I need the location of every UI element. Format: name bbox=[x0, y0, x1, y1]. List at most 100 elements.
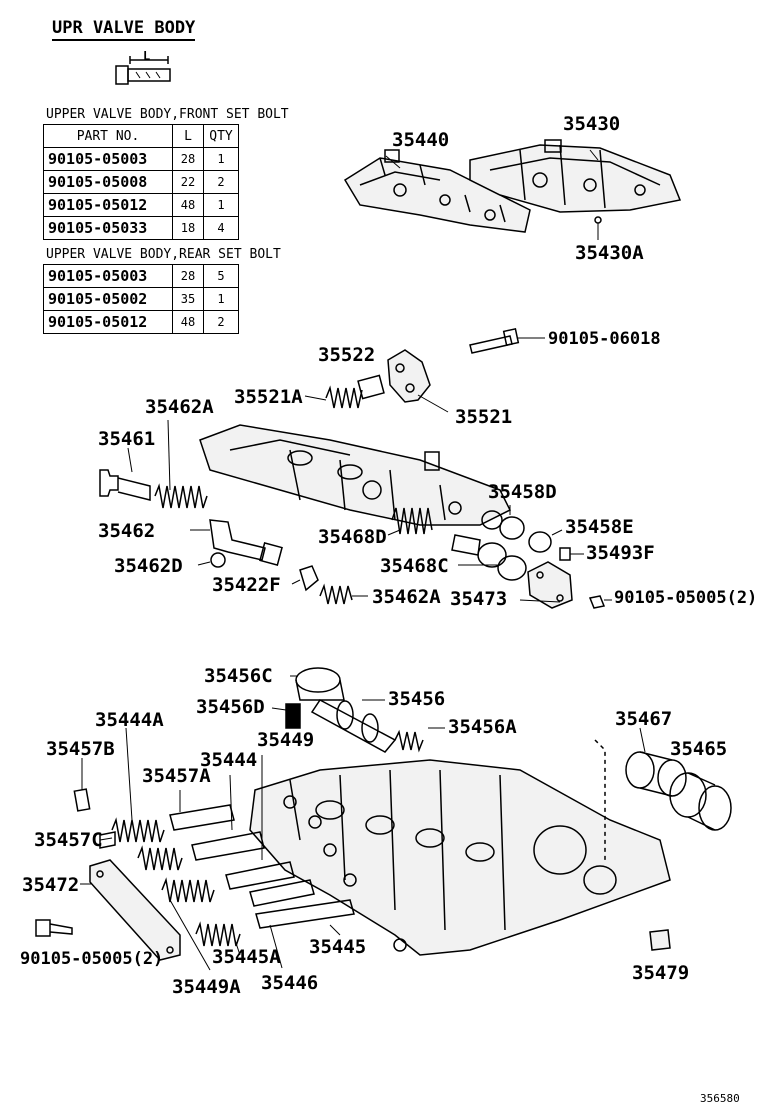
length-cell: 35 bbox=[172, 287, 204, 311]
spring-35462A-lower bbox=[319, 583, 353, 605]
callout-90105-05005-mid: 90105-05005(2) bbox=[614, 588, 758, 608]
callout-35457A: 35457A bbox=[142, 765, 211, 787]
bolt-90105-05005-bottom bbox=[35, 919, 73, 937]
rear-set-bolt-table: 90105-05003 28 5 90105-05002 35 1 90105-… bbox=[43, 264, 239, 334]
bolt-90105-06018 bbox=[469, 328, 520, 354]
spring-35444A bbox=[111, 817, 165, 843]
sleeve-35467 bbox=[625, 751, 687, 797]
plug-35465 bbox=[669, 772, 732, 831]
callout-35473: 35473 bbox=[450, 588, 508, 610]
callout-35458E: 35458E bbox=[565, 516, 634, 538]
callout-35456D: 35456D bbox=[196, 696, 265, 718]
valve-35468C bbox=[451, 534, 527, 581]
length-cell: 28 bbox=[172, 147, 204, 171]
bolt-length-label: L bbox=[143, 49, 151, 63]
callout-35446: 35446 bbox=[261, 972, 319, 994]
callout-35462A-lower: 35462A bbox=[372, 586, 441, 608]
plug-35457B bbox=[73, 788, 91, 812]
callout-35457B: 35457B bbox=[46, 738, 115, 760]
part-no-cell: 90105-05033 bbox=[43, 216, 173, 240]
part-no-cell: 90105-05003 bbox=[43, 147, 173, 171]
callout-35521: 35521 bbox=[455, 406, 513, 428]
callout-35521A: 35521A bbox=[234, 386, 303, 408]
table-header-row: PART NO. L QTY bbox=[43, 124, 239, 148]
bracket-35422F bbox=[299, 565, 319, 592]
plate-35472 bbox=[89, 859, 181, 961]
valve-35456 bbox=[310, 699, 397, 753]
qty-cell: 2 bbox=[203, 170, 239, 194]
part-no-cell: 90105-05012 bbox=[43, 193, 173, 217]
figure-id: 356580 bbox=[700, 1092, 740, 1105]
callout-35445: 35445 bbox=[309, 936, 367, 958]
callout-35430A: 35430A bbox=[575, 242, 644, 264]
lower-valve-body bbox=[249, 739, 671, 956]
cover-plate-35473 bbox=[527, 561, 573, 609]
length-cell: 48 bbox=[172, 310, 204, 334]
table-row: 90105-05002 35 1 bbox=[43, 287, 239, 311]
length-cell: 48 bbox=[172, 193, 204, 217]
spring-35462A-upper bbox=[154, 483, 208, 509]
front-set-bolt-table: PART NO. L QTY 90105-05003 28 1 90105-05… bbox=[43, 124, 239, 240]
part-no-cell: 90105-05012 bbox=[43, 310, 173, 334]
qty-cell: 1 bbox=[203, 287, 239, 311]
callout-35457C: 35457C bbox=[34, 829, 103, 851]
callout-35430: 35430 bbox=[563, 113, 621, 135]
table-row: 90105-05033 18 4 bbox=[43, 216, 239, 240]
table-row: 90105-05008 22 2 bbox=[43, 170, 239, 194]
callout-35468C: 35468C bbox=[380, 555, 449, 577]
plug-35458D bbox=[481, 510, 525, 540]
valve-35456C bbox=[295, 667, 345, 701]
table-row: 90105-05003 28 5 bbox=[43, 264, 239, 288]
callout-35472: 35472 bbox=[22, 874, 80, 896]
spring-35521A bbox=[325, 385, 363, 409]
callout-35462A-upper: 35462A bbox=[145, 396, 214, 418]
callout-35445A: 35445A bbox=[212, 946, 281, 968]
callout-35465: 35465 bbox=[670, 738, 728, 760]
qty-cell: 1 bbox=[203, 147, 239, 171]
length-cell: 28 bbox=[172, 264, 204, 288]
bolt-dimension-icon bbox=[115, 56, 171, 85]
rear-table-caption: UPPER VALVE BODY,REAR SET BOLT bbox=[46, 247, 281, 262]
qty-cell: 1 bbox=[203, 193, 239, 217]
table-row: 90105-05003 28 1 bbox=[43, 147, 239, 171]
callout-35462D: 35462D bbox=[114, 555, 183, 577]
front-table-caption: UPPER VALVE BODY,FRONT SET BOLT bbox=[46, 107, 289, 122]
plug-35457C bbox=[99, 831, 116, 849]
header-l: L bbox=[172, 124, 204, 148]
block-35479 bbox=[649, 929, 671, 951]
part-no-cell: 90105-05002 bbox=[43, 287, 173, 311]
valve-body-35440 bbox=[343, 149, 531, 233]
callout-35456C: 35456C bbox=[204, 665, 273, 687]
pins-35444 bbox=[191, 831, 355, 929]
part-no-cell: 90105-05008 bbox=[43, 170, 173, 194]
callout-35522: 35522 bbox=[318, 344, 376, 366]
plug-35458E bbox=[528, 531, 552, 553]
length-cell: 22 bbox=[172, 170, 204, 194]
spring-35468D bbox=[391, 507, 433, 535]
spring-35445A bbox=[195, 921, 241, 956]
middle-valve-body bbox=[199, 424, 512, 526]
plug-35457A bbox=[169, 804, 235, 831]
valve-35462 bbox=[209, 519, 283, 566]
length-cell: 18 bbox=[172, 216, 204, 240]
qty-cell: 2 bbox=[203, 310, 239, 334]
callout-35493F: 35493F bbox=[586, 542, 655, 564]
qty-cell: 5 bbox=[203, 264, 239, 288]
callout-35461: 35461 bbox=[98, 428, 156, 450]
bolt-90105-05005-mid bbox=[588, 595, 606, 609]
sleeve-35493F bbox=[559, 547, 571, 561]
valve-body-35430 bbox=[469, 139, 682, 213]
callout-90105-05005-bottom: 90105-05005(2) bbox=[20, 949, 164, 969]
callout-35467: 35467 bbox=[615, 708, 673, 730]
header-part-no: PART NO. bbox=[43, 124, 173, 148]
callout-35422F: 35422F bbox=[212, 574, 281, 596]
callout-35440: 35440 bbox=[392, 129, 450, 151]
spring-35456A bbox=[394, 729, 424, 753]
callout-35458D: 35458D bbox=[488, 481, 557, 503]
valve-35461 bbox=[99, 469, 151, 501]
callout-35444: 35444 bbox=[200, 749, 258, 771]
callout-35456: 35456 bbox=[388, 688, 446, 710]
callout-35449A: 35449A bbox=[172, 976, 241, 998]
